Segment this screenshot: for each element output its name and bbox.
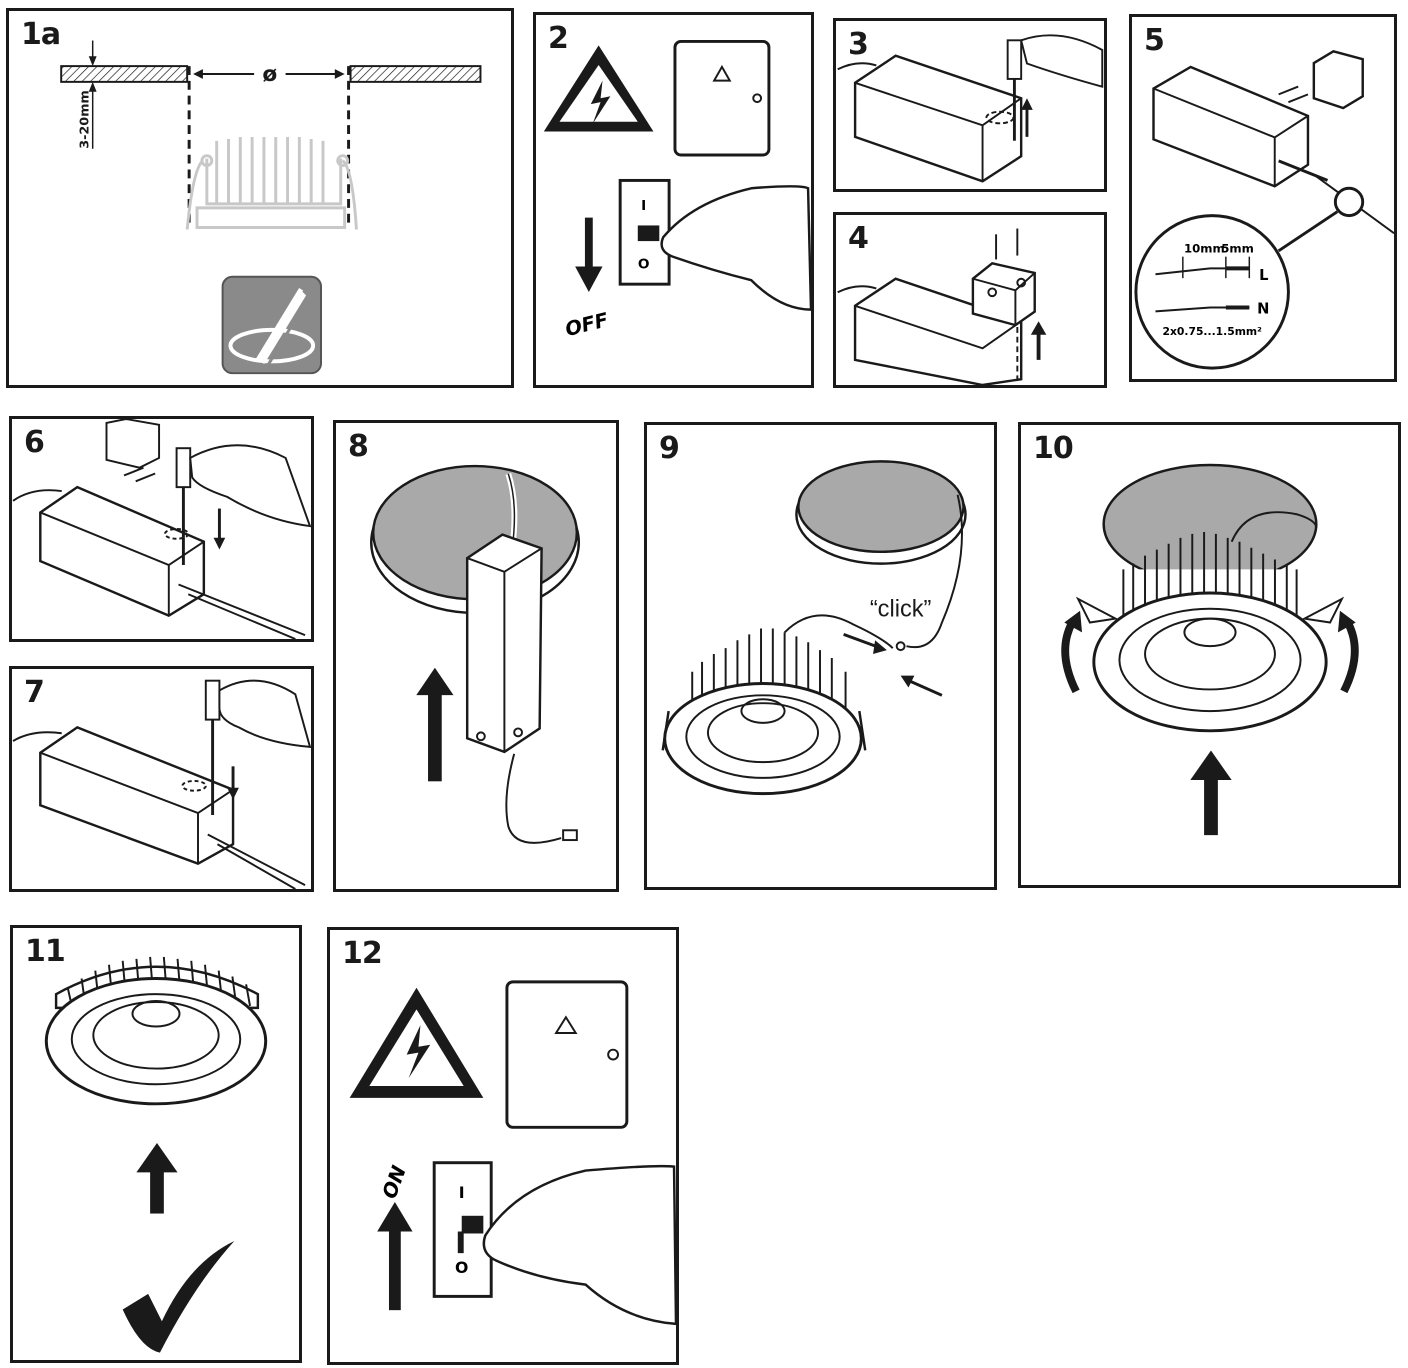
up-arrow-icon [1190,750,1232,781]
terminal-cover-icon [105,419,161,469]
up-arrow-icon [136,1143,178,1173]
step-number: 12 [342,936,383,971]
up-arrow-icon [1030,321,1047,335]
step-number: 9 [659,431,680,466]
step-number: 11 [25,934,66,969]
driver-box [853,277,1023,385]
wall-switch-icon: I O [618,178,671,286]
step-9-panel: 9 “click” [644,422,997,890]
down-arrow-icon [575,266,603,292]
screwdriver-icon [204,679,221,721]
hand-icon [189,444,311,528]
high-voltage-warning-icon [349,987,484,1098]
downlight-fixture [661,628,867,796]
step-number: 6 [24,425,45,460]
downlight-outline [185,136,358,230]
step-3-panel: 3 [833,18,1107,192]
step-number: 2 [548,21,569,56]
on-label: ON [378,1162,411,1202]
downlight-fixture [1075,531,1345,733]
strip-length-5mm: 5mm [1221,242,1254,256]
step-number: 5 [1144,23,1165,58]
fuse-box-icon [673,39,771,157]
wire-strip-detail [1134,214,1290,370]
step-11-panel: 11 [10,925,302,1363]
hand-icon [482,1164,676,1326]
ceiling-cutout-diagram: ø 3-20mm [60,40,482,375]
step-number: 1a [21,17,61,52]
terminal-cover-icon [1312,50,1364,110]
live-label: L [1259,267,1268,284]
right-arrow-icon [873,640,887,655]
driver-box [39,726,235,866]
step-2-panel: 2 I O OFF [533,12,814,388]
step-1a-panel: 1a ø 3-20mm [6,8,514,388]
connector-icon [562,829,578,842]
connector-icon [895,641,906,652]
step-7-panel: 7 [9,666,314,892]
diameter-label: ø [262,62,277,87]
ceiling-hole [797,460,965,554]
checkmark-icon [122,1240,235,1353]
step-10-panel: 10 [1018,422,1401,888]
neutral-label: N [1257,300,1269,317]
left-arrow-icon [900,675,915,688]
step-number: 4 [848,221,869,256]
step-number: 7 [24,675,45,710]
high-voltage-warning-icon [543,45,654,132]
ceiling-hole [1102,463,1318,585]
up-arrow-icon [416,667,454,696]
down-arrow-icon [227,787,239,800]
screwdriver-icon [175,447,192,489]
hand-icon [218,679,311,748]
switch-on-mark: I [459,1183,465,1202]
screwdriver-icon [1006,39,1023,141]
rotate-arrow-icon [1064,610,1083,633]
screw-icon [1288,93,1309,104]
off-label: OFF [563,308,611,341]
switch-off-mark: O [638,257,650,273]
step-number: 3 [848,27,869,62]
step-8-panel: 8 [333,420,619,892]
driver-box [853,54,1023,183]
switch-off-mark: O [455,1258,468,1277]
terminal-cover-icon [971,261,1036,327]
screw-icon [123,466,144,477]
click-label: “click” [870,596,932,622]
strip-length-10mm: 10mm [1184,242,1225,256]
hand-icon [1020,34,1104,88]
driver-box [465,533,543,754]
step-6-panel: 6 [9,416,314,642]
fuse-box-icon [505,980,629,1129]
step-number: 8 [348,429,369,464]
ceiling-left [60,65,189,83]
driver-box [1152,65,1310,188]
up-arrow-icon [377,1202,413,1232]
wire-size-label: 2x0.75...1.5mm² [1162,325,1262,338]
driver-box [39,485,206,618]
wall-switch-icon: I O [432,1161,493,1298]
ceiling-right [349,65,482,83]
step-number: 10 [1033,431,1074,466]
installed-downlight [44,956,268,1106]
detail-magnifier-icon [1333,186,1365,218]
step-4-panel: 4 [833,212,1107,388]
hand-icon [660,185,811,311]
screw-icon [1278,85,1299,96]
screw-icon [135,472,156,483]
step-5-panel: 5 10mm 5mm L N 2x0.75...1.5mm² [1129,14,1397,382]
down-arrow-icon [213,537,226,550]
up-arrow-icon [1021,98,1033,110]
hole-saw-icon [221,275,323,375]
switch-on-mark: I [641,198,646,214]
step-12-panel: 12 I O ON [327,927,679,1365]
depth-label: 3-20mm [78,90,93,149]
rotate-arrow-icon [1337,610,1356,633]
